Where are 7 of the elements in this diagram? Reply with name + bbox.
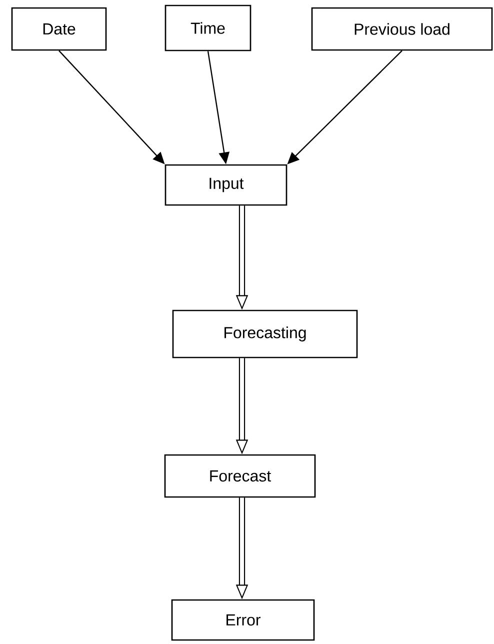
process-box: Error (171, 599, 315, 641)
process-box: Forecast (164, 454, 316, 498)
process-box: Previous load (311, 7, 493, 51)
process-box: Forecasting (172, 310, 358, 358)
process-box: Date (11, 7, 107, 51)
process-box: Time (164, 4, 252, 52)
process-box: Input (164, 164, 288, 206)
